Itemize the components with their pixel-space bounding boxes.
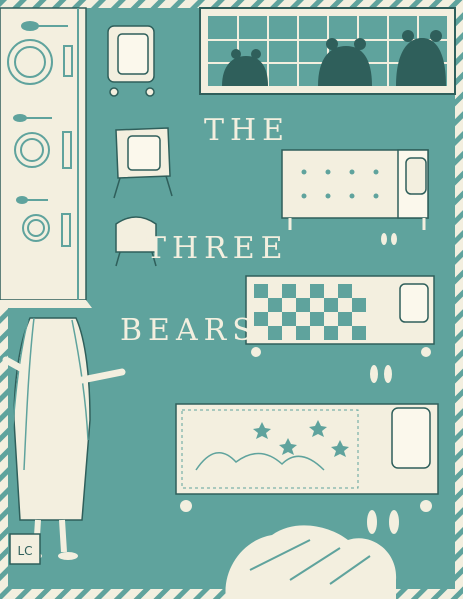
place-setting-large <box>7 21 73 85</box>
chair-large <box>107 25 155 97</box>
chair-medium <box>113 127 173 199</box>
title-word-three: THREE <box>146 231 289 266</box>
monogram-text: LC <box>17 544 32 558</box>
title-word-bears: BEARS <box>120 313 259 348</box>
goldilocks <box>2 317 126 560</box>
bush <box>225 525 397 599</box>
chair-small <box>115 216 157 267</box>
bed-small <box>175 403 439 512</box>
bed-large <box>281 149 429 230</box>
place-setting-medium <box>13 114 72 169</box>
title-word-the: THE <box>204 113 290 148</box>
bed-medium <box>245 275 435 357</box>
slippers <box>367 233 399 534</box>
monogram-box: LC <box>9 533 41 565</box>
place-setting-small <box>16 196 71 247</box>
bear-silhouettes <box>222 30 446 86</box>
title-lettering: THE THREE BEARS <box>120 113 290 348</box>
